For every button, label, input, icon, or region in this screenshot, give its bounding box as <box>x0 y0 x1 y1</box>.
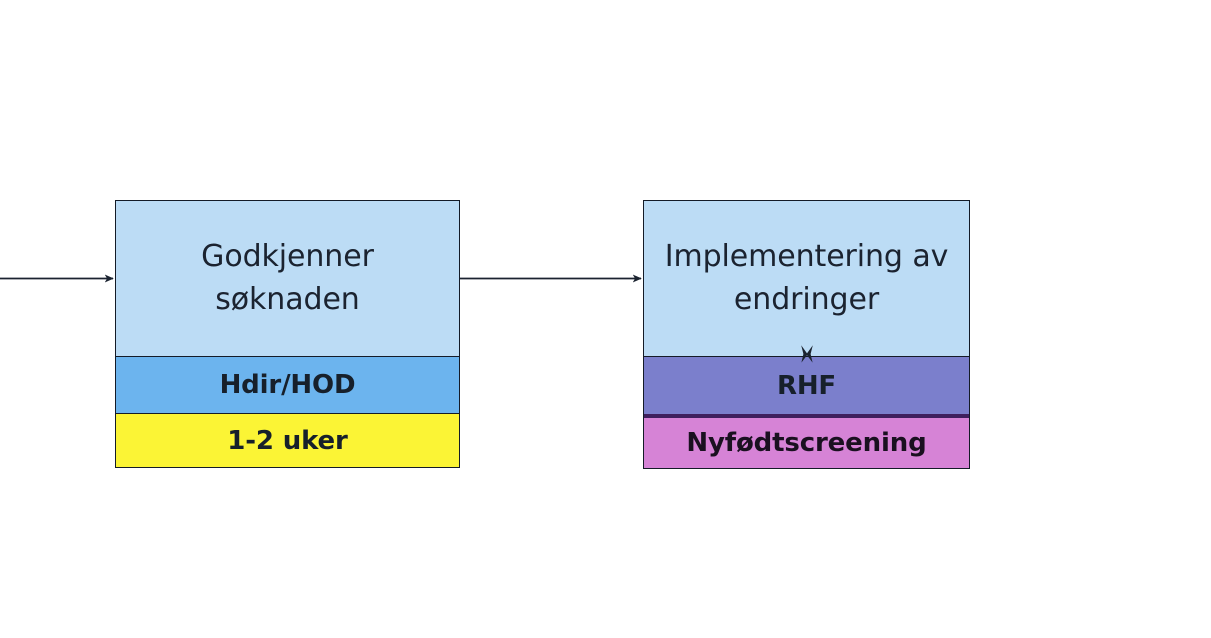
process-node-approval[interactable]: Godkjenner søknaden Hdir/HOD 1-2 uker <box>115 200 460 468</box>
node-approval-duration: 1-2 uker <box>116 413 459 467</box>
process-node-implementation[interactable]: Implementering av endringer RHF Nyfødtsc… <box>643 200 970 469</box>
node-approval-owner: Hdir/HOD <box>116 356 459 413</box>
node-approval-title: Godkjenner søknaden <box>201 238 374 317</box>
node-implementation-program: Nyfødtscreening <box>644 414 969 468</box>
node-implementation-owner: RHF <box>644 356 969 414</box>
node-implementation-title: Implementering av endringer <box>664 238 949 317</box>
